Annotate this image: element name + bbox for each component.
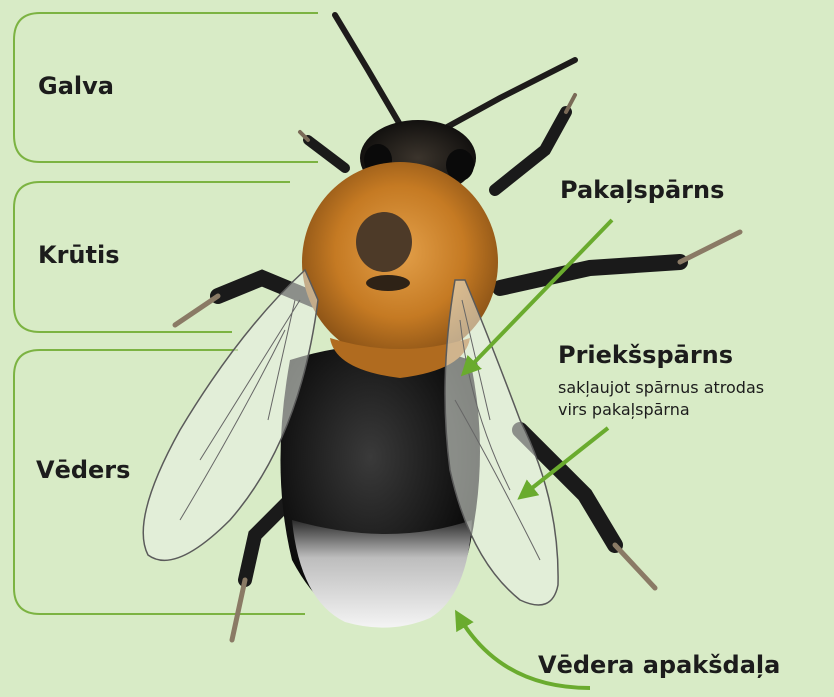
label-thorax: Krūtis [38,241,120,269]
bee-thorax-spot [366,275,410,291]
label-abdomen-underside: Vēdera apakšdaļa [538,651,780,679]
antennae [335,15,575,132]
forewing-note: sakļaujot spārnus atrodas virs pakaļspār… [558,377,764,421]
forewing-note-line-1: sakļaujot spārnus atrodas [558,377,764,399]
bee-thorax-plate [356,212,412,272]
forewing-note-line-2: virs pakaļspārna [558,399,764,421]
label-head: Galva [38,72,114,100]
label-forewing: Priekšspārns [558,341,733,369]
bee-abdomen-tail [292,520,472,628]
label-abdomen: Vēders [36,456,130,484]
label-hindwing: Pakaļspārns [560,176,724,204]
